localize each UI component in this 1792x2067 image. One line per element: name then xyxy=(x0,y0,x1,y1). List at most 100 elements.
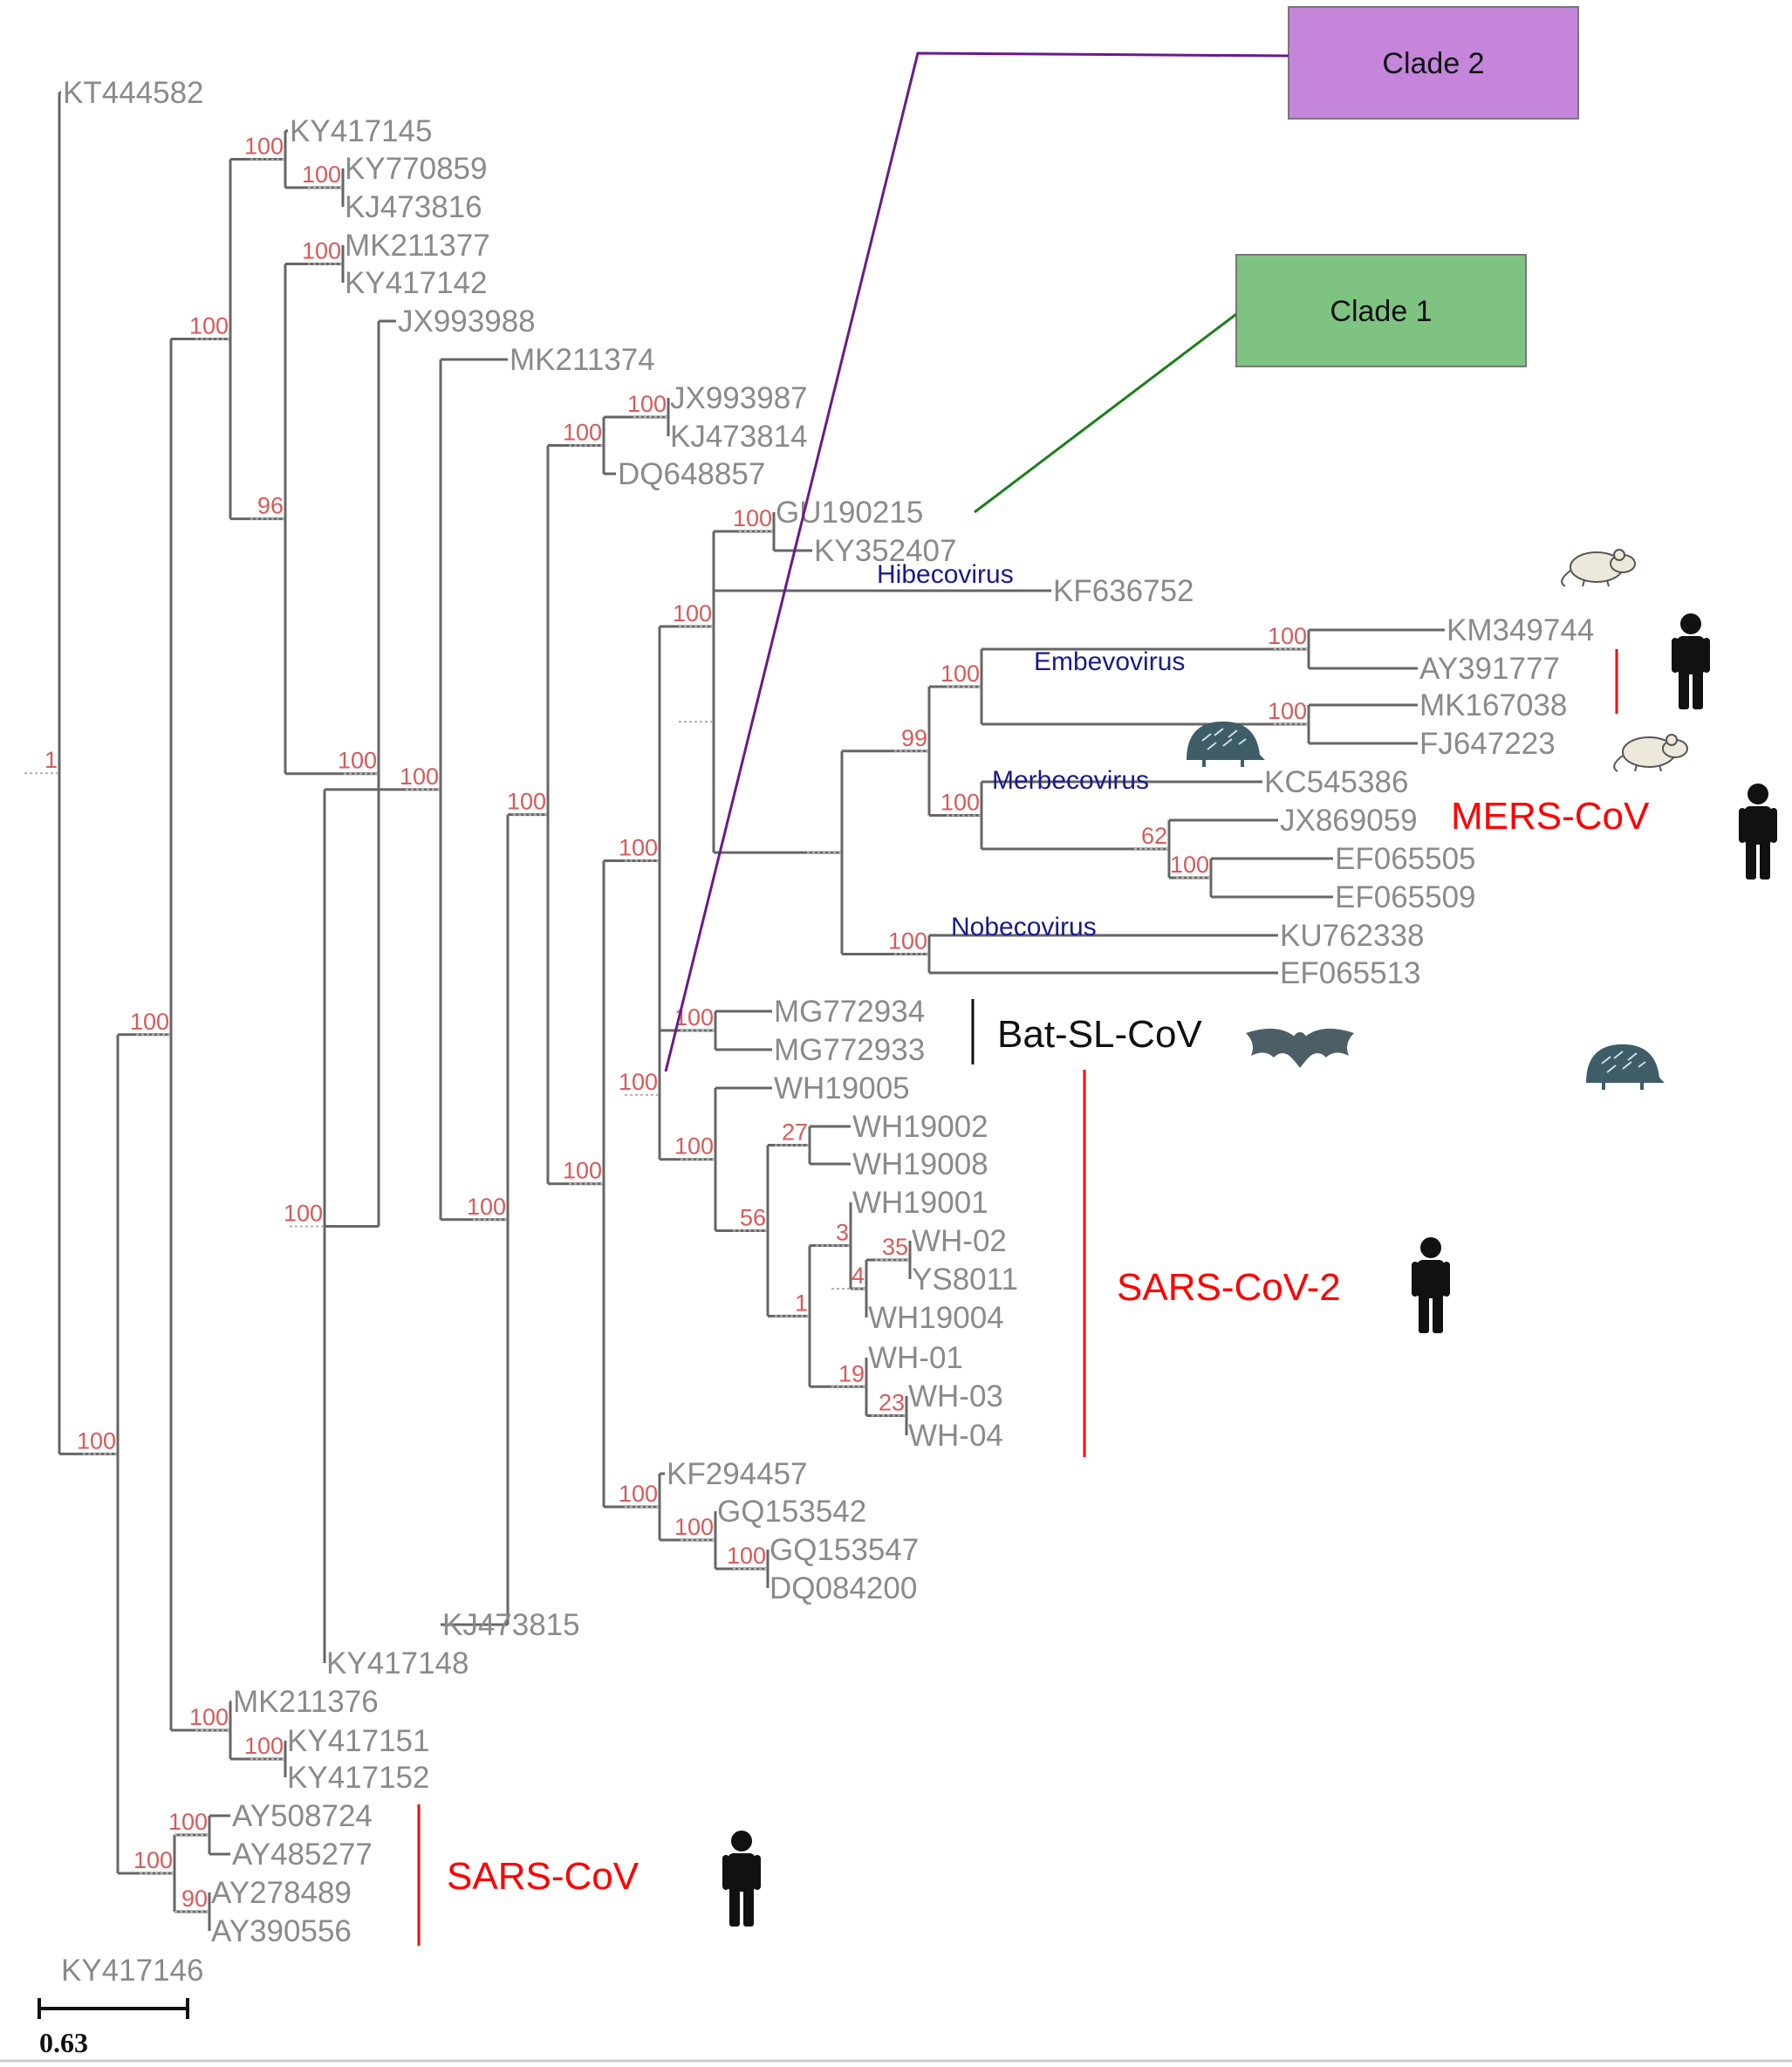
taxon-label: MK211376 xyxy=(233,1685,379,1719)
genus-nobecovirus: Nobecovirus xyxy=(951,913,1097,941)
support-value: 100 xyxy=(130,1009,169,1035)
clade-1-label: Clade 1 xyxy=(1330,295,1432,328)
taxon-label: KY352407 xyxy=(814,534,956,568)
support-value: 19 xyxy=(838,1360,865,1386)
support-value: 3 xyxy=(836,1220,849,1246)
support-value: 100 xyxy=(302,161,341,188)
taxon-label: KY417146 xyxy=(61,1954,203,1988)
taxon-label: DQ648857 xyxy=(618,457,765,491)
taxon-label: FJ647223 xyxy=(1419,727,1556,761)
human-icon xyxy=(1672,613,1710,709)
human-icon xyxy=(722,1831,761,1927)
hedgehog-icon xyxy=(1185,719,1267,769)
support-value: 100 xyxy=(627,391,667,417)
tree-support-dots xyxy=(24,158,1309,1913)
genus-embevovirus: Embevovirus xyxy=(1034,647,1185,676)
support-value: 100 xyxy=(244,133,284,160)
taxon-label: GU190215 xyxy=(776,496,923,530)
taxon-label: KY417151 xyxy=(287,1724,429,1758)
support-value: 99 xyxy=(901,725,927,751)
support-value: 100 xyxy=(619,1481,658,1507)
support-value: 100 xyxy=(400,763,439,790)
support-value: 100 xyxy=(619,1069,658,1095)
taxon-label: AY508724 xyxy=(232,1799,373,1833)
clade-2-label: Clade 2 xyxy=(1382,47,1484,80)
rat-icon xyxy=(1561,549,1636,587)
genus-hibecovirus: Hibecovirus xyxy=(877,560,1014,589)
support-value: 100 xyxy=(673,600,712,626)
taxon-label: GQ153547 xyxy=(769,1533,919,1567)
taxon-label: MG772934 xyxy=(774,995,925,1029)
taxon-label: WH-04 xyxy=(908,1419,1003,1453)
tree-branches xyxy=(58,91,1445,1931)
taxon-label: EF065505 xyxy=(1335,842,1476,876)
support-value: 100 xyxy=(338,748,377,774)
human-icon xyxy=(1739,784,1777,880)
taxon-label: WH-03 xyxy=(908,1379,1003,1413)
tree-support-values: 1100100100901001001001001001009610010010… xyxy=(44,133,1307,1913)
taxon-label: EF065513 xyxy=(1280,956,1421,990)
taxon-label: KY417152 xyxy=(287,1761,429,1795)
taxon-label: WH19001 xyxy=(852,1186,988,1220)
support-value: 100 xyxy=(1170,852,1209,878)
human-icon xyxy=(1412,1237,1450,1333)
taxon-label: KJ473815 xyxy=(442,1608,580,1642)
support-value: 100 xyxy=(189,1704,229,1730)
support-value: 1 xyxy=(795,1290,808,1316)
support-value: 100 xyxy=(189,313,229,339)
support-value: 100 xyxy=(77,1427,116,1454)
support-value: 100 xyxy=(674,1133,714,1160)
bat-icon xyxy=(1246,1028,1354,1068)
support-value: 100 xyxy=(284,1200,323,1226)
label-sars-cov-2: SARS-CoV-2 xyxy=(1117,1266,1341,1309)
support-value: 100 xyxy=(133,1847,173,1873)
taxon-label: KF294457 xyxy=(667,1457,808,1491)
rat-icon xyxy=(1613,734,1688,772)
support-value: 27 xyxy=(782,1119,808,1146)
label-mers-cov: MERS-CoV xyxy=(1451,795,1650,838)
label-bat-sl-cov: Bat-SL-CoV xyxy=(997,1013,1202,1056)
support-value: 23 xyxy=(879,1390,905,1416)
support-value: 1 xyxy=(44,747,58,773)
taxon-label: AY391777 xyxy=(1419,652,1560,686)
support-value: 100 xyxy=(302,238,341,264)
support-value: 100 xyxy=(563,420,602,446)
hedgehog-icon xyxy=(1584,1042,1666,1092)
taxon-label: KF636752 xyxy=(1053,574,1194,608)
support-value: 100 xyxy=(619,834,658,860)
taxon-label: WH19002 xyxy=(852,1110,988,1144)
support-value: 35 xyxy=(882,1234,908,1260)
support-value: 100 xyxy=(727,1543,766,1569)
taxon-label: MK211374 xyxy=(510,343,655,377)
taxon-label: AY485277 xyxy=(232,1838,373,1872)
tree-taxon-labels: KT444582KY417145KY770859KJ473816MK211377… xyxy=(61,76,1594,1988)
taxon-label: WH-02 xyxy=(912,1224,1007,1258)
support-value: 100 xyxy=(733,505,772,531)
taxon-label: MG772933 xyxy=(774,1033,925,1067)
taxon-label: GQ153542 xyxy=(717,1495,866,1529)
taxon-label: KY417145 xyxy=(290,114,432,148)
support-value: 62 xyxy=(1141,823,1167,849)
genus-merbecovirus: Merbecovirus xyxy=(992,766,1149,795)
support-value: 100 xyxy=(244,1733,284,1759)
taxon-label: DQ084200 xyxy=(769,1571,917,1605)
taxon-label: MK167038 xyxy=(1419,688,1567,722)
taxon-label: AY278489 xyxy=(211,1876,352,1910)
support-value: 100 xyxy=(1268,698,1307,724)
support-value: 100 xyxy=(940,660,980,687)
taxon-label: JX993987 xyxy=(670,381,808,415)
taxon-label: KT444582 xyxy=(63,76,204,110)
taxon-label: MK211377 xyxy=(345,229,490,263)
support-value: 100 xyxy=(940,790,980,816)
support-value: 100 xyxy=(168,1809,208,1835)
clade-1-connector xyxy=(974,312,1237,514)
taxon-label: WH19005 xyxy=(774,1071,910,1105)
support-value: 56 xyxy=(740,1204,766,1230)
taxon-label: KJ473814 xyxy=(670,420,808,454)
label-sars-cov: SARS-CoV xyxy=(447,1855,640,1898)
support-value: 100 xyxy=(888,928,927,955)
taxon-label: YS8011 xyxy=(912,1263,1018,1297)
support-value: 100 xyxy=(674,1514,714,1540)
clade-1-box xyxy=(1235,254,1527,367)
support-value: 100 xyxy=(467,1194,506,1220)
